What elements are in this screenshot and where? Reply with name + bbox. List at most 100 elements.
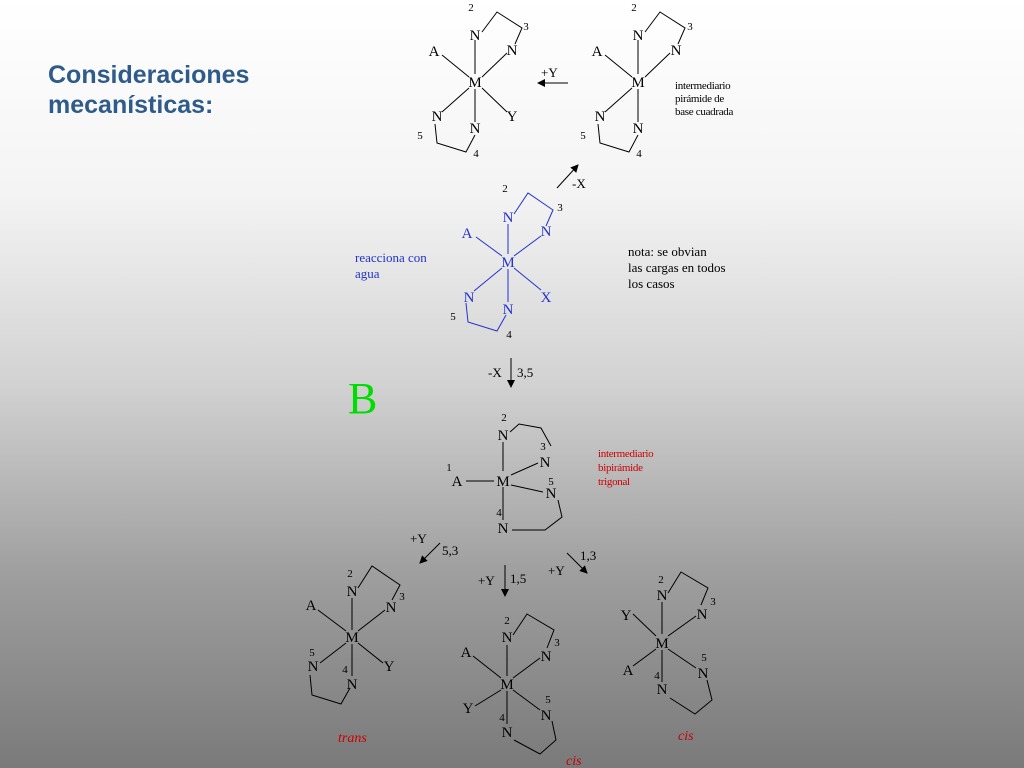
sqpy-label-2: pirámide de bbox=[675, 93, 724, 105]
title-line-1: Consideraciones bbox=[48, 61, 250, 89]
square-pyramid-label: intermediario pirámide de base cuadrada bbox=[675, 80, 734, 118]
arrow-label-minus-x: -X bbox=[488, 365, 502, 380]
position-5: 5 bbox=[417, 130, 423, 142]
atom-y: Y bbox=[621, 608, 632, 624]
nota-line-3: los casos bbox=[628, 276, 675, 291]
atom-n: N bbox=[386, 600, 397, 616]
reacciona-line-2: agua bbox=[355, 266, 380, 281]
atom-a: A bbox=[429, 44, 440, 60]
atom-n: N bbox=[698, 666, 709, 682]
big-letter-b: B bbox=[348, 374, 377, 423]
atom-n: N bbox=[671, 43, 682, 59]
atom-n: N bbox=[503, 210, 514, 226]
position-4: 4 bbox=[636, 148, 642, 160]
tbp-label-3: trigonal bbox=[598, 476, 630, 488]
arrow-add-y-15: +Y 1,5 bbox=[478, 565, 526, 597]
atom-n: N bbox=[470, 121, 481, 137]
atom-a: A bbox=[623, 663, 634, 679]
position-4: 4 bbox=[342, 664, 348, 676]
arrow-label-15: 1,5 bbox=[510, 571, 526, 586]
atom-y: Y bbox=[463, 701, 474, 717]
page-title: Consideraciones mecanísticas: bbox=[48, 60, 249, 120]
arrow-label-53: 5,3 bbox=[442, 543, 458, 558]
atom-a: A bbox=[452, 474, 463, 490]
atom-a: A bbox=[461, 645, 472, 661]
atom-n: N bbox=[502, 725, 513, 741]
position-3: 3 bbox=[399, 591, 405, 603]
atom-n: N bbox=[498, 428, 509, 444]
atom-n: N bbox=[633, 28, 644, 44]
position-2: 2 bbox=[504, 615, 510, 627]
position-4: 4 bbox=[499, 712, 505, 724]
nota-label: nota: se obvian las cargas en todos los … bbox=[628, 244, 726, 291]
atom-n: N bbox=[546, 486, 557, 502]
atom-n: N bbox=[347, 677, 358, 693]
arrow-label-plus-y: +Y bbox=[478, 573, 495, 588]
octahedral-product-y: N A N M N Y N 2 3 5 4 bbox=[417, 2, 529, 160]
atom-metal: M bbox=[655, 636, 668, 652]
atom-metal: M bbox=[345, 630, 358, 646]
cis-label-center: cis bbox=[566, 754, 582, 768]
trans-label: trans bbox=[338, 731, 367, 746]
atom-n: N bbox=[308, 659, 319, 675]
atom-n: N bbox=[432, 109, 443, 125]
position-3: 3 bbox=[557, 202, 563, 214]
position-5: 5 bbox=[701, 652, 707, 664]
atom-n: N bbox=[503, 302, 514, 318]
cis-label-right: cis bbox=[678, 729, 694, 744]
position-3: 3 bbox=[710, 596, 716, 608]
atom-a: A bbox=[462, 226, 473, 242]
position-3: 3 bbox=[687, 21, 693, 33]
arrow-label-35: 3,5 bbox=[517, 365, 533, 380]
position-2: 2 bbox=[347, 568, 353, 580]
position-2: 2 bbox=[658, 574, 664, 586]
position-1: 1 bbox=[446, 462, 452, 474]
square-pyramid-intermediate: N A N M N N 2 3 5 4 bbox=[580, 2, 693, 160]
sqpy-label-3: base cuadrada bbox=[675, 106, 734, 118]
arrow-label-plus-y: +Y bbox=[548, 563, 565, 578]
nota-line-1: nota: se obvian bbox=[628, 244, 707, 259]
atom-n: N bbox=[595, 109, 606, 125]
position-5: 5 bbox=[309, 647, 315, 659]
atom-n: N bbox=[541, 708, 552, 724]
arrow-lose-x-dissociative: -X bbox=[556, 164, 586, 191]
position-2: 2 bbox=[631, 2, 637, 14]
arrow-label-13: 1,3 bbox=[580, 548, 596, 563]
position-3: 3 bbox=[540, 441, 546, 453]
atom-n: N bbox=[464, 290, 475, 306]
position-4: 4 bbox=[496, 507, 502, 519]
reacciona-label: reacciona con agua bbox=[355, 250, 427, 281]
atom-n: N bbox=[498, 521, 509, 537]
cis-product-center: N A N M Y N N 2 3 5 4 bbox=[461, 613, 560, 755]
nota-line-2: las cargas en todos bbox=[628, 260, 726, 275]
atom-n: N bbox=[541, 649, 552, 665]
atom-n: N bbox=[347, 584, 358, 600]
title-line-2: mecanísticas: bbox=[48, 91, 214, 119]
atom-n: N bbox=[470, 28, 481, 44]
cis-product-right: N Y N M A N N 2 3 5 4 bbox=[621, 571, 716, 715]
atom-y: Y bbox=[507, 109, 518, 125]
atom-metal: M bbox=[468, 75, 481, 91]
atom-metal: M bbox=[501, 255, 514, 271]
position-4: 4 bbox=[654, 670, 660, 682]
position-5: 5 bbox=[545, 694, 551, 706]
position-2: 2 bbox=[468, 2, 474, 14]
atom-metal: M bbox=[496, 474, 509, 490]
position-5: 5 bbox=[580, 130, 586, 142]
position-3: 3 bbox=[523, 21, 529, 33]
position-4: 4 bbox=[506, 329, 512, 341]
atom-a: A bbox=[306, 598, 317, 614]
atom-y: Y bbox=[384, 659, 395, 675]
atom-x: X bbox=[541, 290, 552, 306]
atom-n: N bbox=[633, 121, 644, 137]
position-2: 2 bbox=[502, 183, 508, 195]
arrow-add-y-13: +Y 1,3 bbox=[548, 548, 596, 578]
arrow-label-plus-y: +Y bbox=[410, 531, 427, 546]
atom-metal: M bbox=[500, 677, 513, 693]
trans-product: N A N M N Y N 2 3 5 4 bbox=[306, 565, 405, 705]
position-5: 5 bbox=[450, 311, 456, 323]
position-3: 3 bbox=[554, 637, 560, 649]
atom-n: N bbox=[657, 682, 668, 698]
tbp-label-2: bipirámide bbox=[598, 462, 643, 474]
